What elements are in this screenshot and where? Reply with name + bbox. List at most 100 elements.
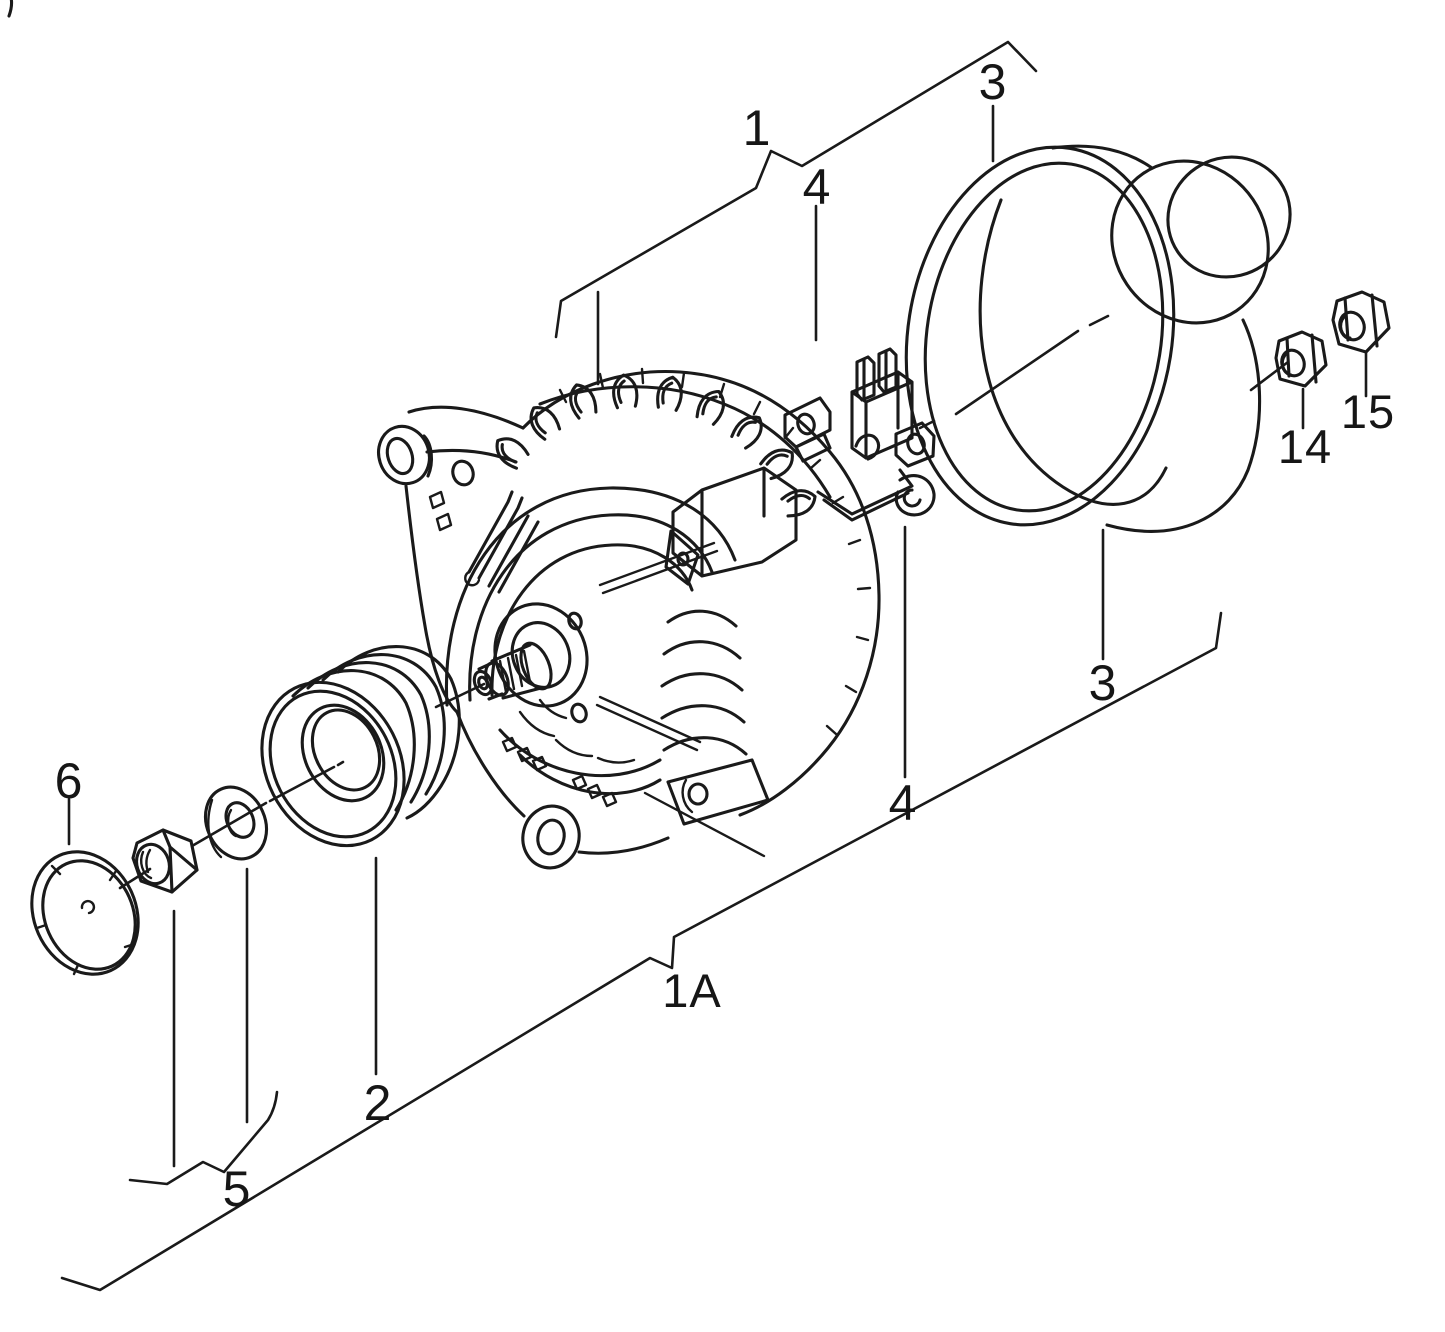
plate-left-edge [404,484,459,714]
lug-top-hole [385,436,415,476]
regulator-hook [854,433,881,461]
regulator-left-hole [796,412,816,436]
shaft-tip-lines [477,661,504,701]
claw-finger-2 [487,514,540,594]
foot-hole [687,782,709,806]
cap-inner-rim [923,161,1165,513]
mount-arm-top [407,405,525,430]
callout-5: 5 [223,1161,252,1217]
callout-lines [60,40,1368,1292]
regulator-right-ear [894,421,936,468]
regulator-lobe-hook [902,488,922,508]
shaft-tip-ring [472,669,494,697]
pulley-front-inner [268,689,398,839]
rear-foot [666,758,770,826]
callout-15: 15 [1341,385,1395,438]
cap6-notches [35,864,136,976]
callout-1: 1 [743,100,772,156]
stator-fins [7,0,821,520]
cap6-outer [30,850,140,976]
shaft-nut-facets [161,828,199,894]
connector-hole [676,551,690,567]
regulator-brush-2 [877,347,898,394]
plate-lower-edge [455,710,526,818]
pulley-rib-4 [336,645,461,820]
nut14-bore-inner [1280,353,1293,377]
callout-4-side: 4 [889,775,918,831]
callout-2: 2 [364,1075,393,1131]
cap-body-top [1051,144,1154,170]
rear-ribs [660,609,748,756]
leader-foot [643,791,766,858]
cap6-inner [41,859,137,971]
washer [203,785,269,861]
washer-hole [224,801,256,839]
nut14-facets [1285,333,1318,384]
face-strip-1 [598,541,719,595]
connector-wedge [664,529,700,586]
leader-cap-interior [918,314,1110,430]
cap6-center-mark [80,899,96,915]
rotor-arc-inner [490,543,694,697]
callout-3-top: 3 [979,54,1008,110]
shaft-nut [131,828,199,894]
end-cap [30,850,140,976]
regulator-block [850,370,914,460]
connector-block [671,466,798,578]
shaft-nut-bore [135,842,171,886]
voltage-regulator [783,347,936,522]
body-inner-arc [538,385,832,499]
face-bolt-2 [570,702,588,724]
nut-15 [1331,290,1391,354]
callout-3-side: 3 [1089,655,1118,711]
hub-outer [493,602,589,708]
shaft-threads [498,649,532,694]
regulator-lobe [894,474,936,517]
shaft-nut-bore-inner [140,848,153,880]
cap-body-right [1105,318,1262,533]
pulley [260,645,461,848]
nut15-facets [1343,293,1379,348]
pulley-bore-inner [310,708,382,792]
plate-small-hole [451,459,475,487]
cap-neck-rim [1110,159,1270,325]
claw-hook [464,570,481,587]
nut15-bore-inner [1339,315,1352,340]
body-bottom-edge [577,836,670,855]
claw-finger-1 [467,490,524,580]
callout-6: 6 [55,753,84,809]
bottom-vents [501,736,618,808]
shaft-step-ring [519,641,553,691]
cap-outer-rim [904,145,1176,527]
washer-thickness [207,798,223,859]
protective-cap [904,144,1292,533]
lug-bottom-hole [536,818,566,856]
foot-ear [681,778,694,814]
lug-top-ring [377,424,431,486]
fan-arc-1 [498,728,662,778]
bracket-5 [128,1090,279,1186]
hub-inner [510,621,572,689]
lamination-ticks [558,367,872,736]
bracket-1a [60,611,1223,1292]
pulley-front-rim [260,680,406,848]
plate-slots [428,490,453,532]
shaft-tip-bore [477,675,489,691]
face-bolt-1 [567,611,583,631]
regulator-left-ear [783,396,832,449]
lug-top-depth [422,434,434,478]
rotor-arc-outer [444,486,737,707]
cap-neck-face [1166,155,1292,279]
regulator-right-hole [906,432,926,456]
callout-14: 14 [1278,420,1332,473]
callout-1a: 1A [662,964,722,1017]
cap-inner-wall [978,198,1168,506]
alternator-body [7,0,881,870]
pulley-bore-outer [300,703,386,803]
fan-blades [518,698,636,764]
rotor-arc-mid [468,513,714,702]
washer-hole-inner [227,808,238,838]
washer-outer [203,785,269,861]
